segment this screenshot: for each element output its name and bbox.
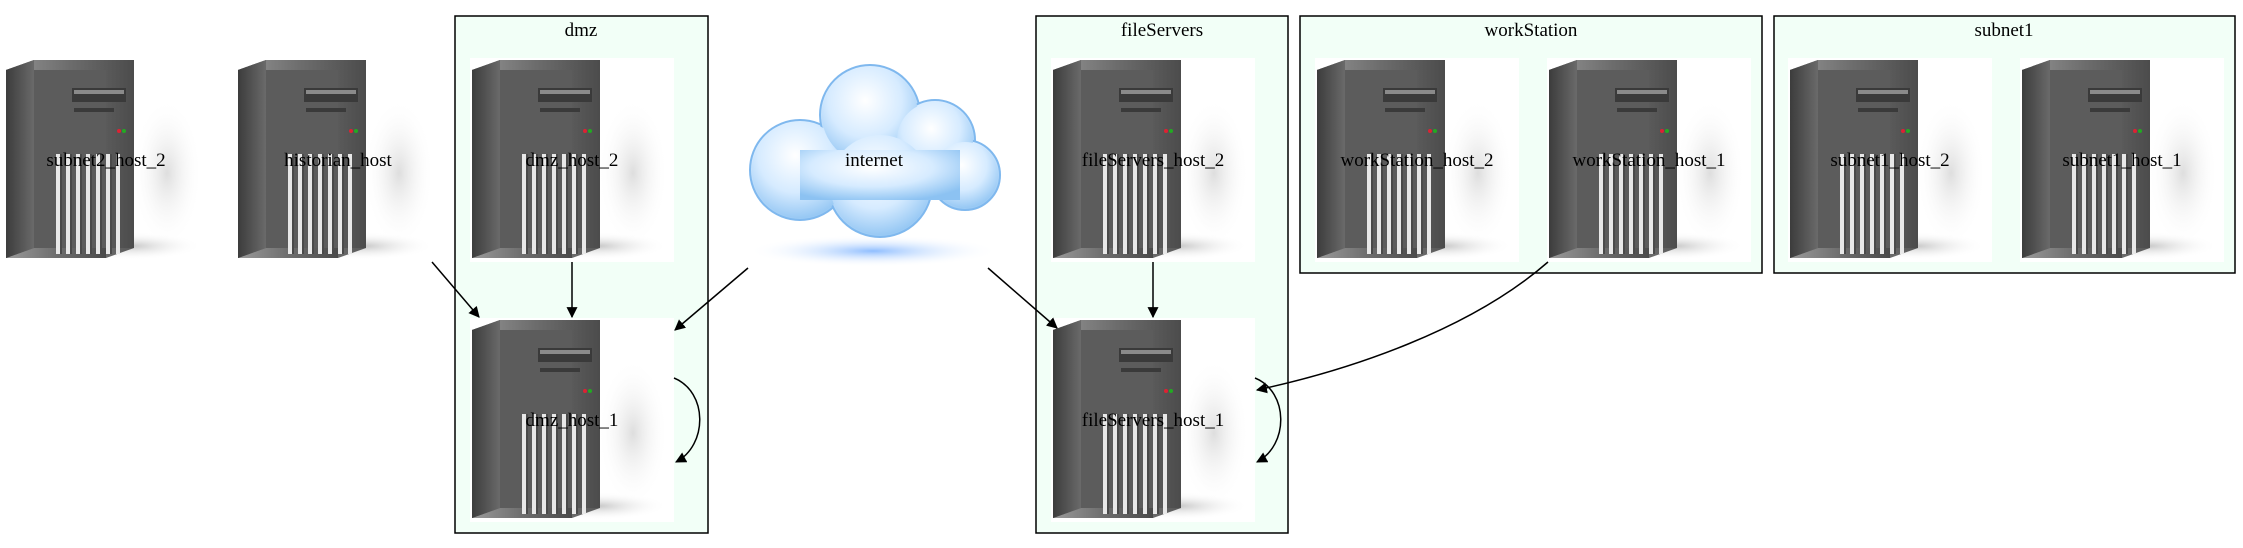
node-label: subnet1_host_1 xyxy=(2062,150,2181,171)
cluster-label-workStation: workStation xyxy=(1485,20,1578,41)
node-label: fileServers_host_2 xyxy=(1082,150,1224,171)
node-label: fileServers_host_1 xyxy=(1082,410,1224,431)
node-subnet2-host-2: subnet2_host_2 xyxy=(6,60,202,260)
node-label: dmz_host_1 xyxy=(526,410,619,431)
node-workStation-host-2: workStation_host_2 xyxy=(1317,60,1513,260)
node-fileServers-host-1: fileServers_host_1 xyxy=(1053,320,1249,520)
edge-fileServers-host-1-self xyxy=(1254,377,1282,463)
edge-dmz-host-1-self xyxy=(673,377,701,463)
node-fileServers-host-2: fileServers_host_2 xyxy=(1053,60,1249,260)
node-subnet1-host-1: subnet1_host_1 xyxy=(2022,60,2218,260)
node-label: dmz_host_2 xyxy=(526,150,619,171)
node-label: subnet1_host_2 xyxy=(1830,150,1949,171)
node-subnet1-host-2: subnet1_host_2 xyxy=(1790,60,1986,260)
edge-internet-to-fileServers-host-1 xyxy=(987,267,1058,329)
edge-internet-to-dmz-host-1 xyxy=(674,267,749,331)
cloud-icon xyxy=(748,64,1001,267)
edge-historian-to-dmz-host-1 xyxy=(431,261,480,318)
edge-workStation-host-1-to-fileServers-host-1 xyxy=(1255,261,1549,394)
node-label: subnet2_host_2 xyxy=(46,150,165,171)
node-workStation-host-1: workStation_host_1 xyxy=(1549,60,1745,260)
node-dmz-host-2: dmz_host_2 xyxy=(472,60,668,260)
node-historian-host: historian_host xyxy=(238,60,434,260)
node-label: historian_host xyxy=(284,150,392,171)
node-internet: internet xyxy=(748,64,1001,267)
node-label: workStation_host_2 xyxy=(1340,150,1493,171)
edges xyxy=(431,261,1549,463)
node-dmz-host-1: dmz_host_1 xyxy=(472,320,668,520)
node-label: internet xyxy=(845,150,904,171)
node-label: workStation_host_1 xyxy=(1572,150,1725,171)
cluster-label-subnet1: subnet1 xyxy=(1974,20,2033,41)
cluster-label-dmz: dmz xyxy=(565,20,598,41)
cluster-label-fileServers: fileServers xyxy=(1121,20,1203,41)
